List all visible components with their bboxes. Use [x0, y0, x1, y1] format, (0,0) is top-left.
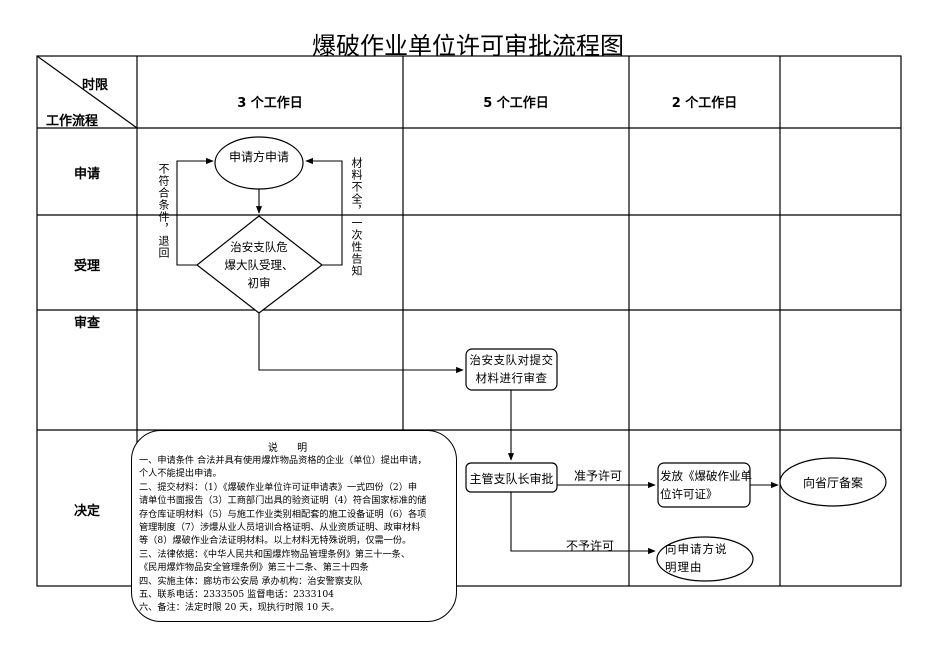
row-label-decide: 决定 [73, 504, 100, 519]
arrow-return-left [176, 157, 214, 266]
explain-reason-node [656, 536, 754, 582]
arrow-to-review [258, 313, 464, 374]
edge-label-incomplete: 材料不全，一次性告知 [350, 157, 363, 277]
record-province-node [779, 457, 887, 507]
notes-line: 存仓库证明材料（5）与施工作业类别相配套的施工设备证明（6）各项 [139, 508, 427, 520]
arrow-deny [510, 492, 656, 555]
chief-approval-label: 主管支队长审批 [469, 472, 554, 486]
notes-line: 等（8）爆破作业合法证明材料。以上材料无特殊说明，仅需一份。 [139, 535, 412, 547]
notes-line: 二、提交材料：（1）《爆破作业单位许可证申请表》一式四份（2）申 [139, 481, 418, 493]
header-diagonal [36, 55, 138, 129]
detachment-review-label: 治安支队对提交 材料进行审查 [469, 353, 554, 385]
header-col-1: 3 个工作日 [237, 96, 303, 111]
edge-label-permit: 准予许可 [574, 469, 623, 483]
edge-label-deny: 不予许可 [566, 539, 615, 553]
notes-line: 六、备注：法定时限 20 天，现执行时限 10 天。 [139, 602, 340, 614]
row-label-apply: 申请 [73, 167, 100, 182]
row-label-accept: 受理 [73, 259, 100, 274]
issue-permit-label: 发放《爆破作业单 位许可证》 [660, 469, 752, 501]
applicant-apply-label: 申请方申请 [228, 150, 289, 164]
row-label-review: 审查 [73, 316, 100, 331]
notes-line: 四、实施主体：廊坊市公安局 承办机构：治安警察支队 [139, 575, 363, 587]
notes-line: 一、申请条件 合法并具有使用爆炸物品资格的企业（单位）提出申请， [139, 455, 427, 466]
notes-line: 三、法律依据：《中华人民共和国爆炸物品管理条例》第三十一条、 [139, 548, 411, 560]
initial-review-label: 治安支队危 爆大队受理、 初审 [224, 240, 294, 290]
notes-line: 《民用爆炸物品安全管理条例》第三十二条、第三十四条 [139, 562, 369, 574]
header-time-limit: 时限 [82, 78, 109, 93]
notes-line: 请单位书面报告（3）工商部门出具的验资证明（4）符合国家标准的储 [139, 495, 427, 507]
notes-box: 说 明 一、申请条件 合法并具有使用爆炸物品资格的企业（单位）提出申请， 个人不… [131, 430, 457, 622]
notes-title: 说 明 [267, 443, 316, 454]
notes-list: 一、申请条件 合法并具有使用爆炸物品资格的企业（单位）提出申请， 个人不能提出申… [139, 454, 444, 615]
header-col-3: 2 个工作日 [671, 96, 738, 111]
notes-line: 管理制度（7）涉爆从业人员培训合格证明、从业资质证明、政审材料 [139, 522, 421, 534]
notes-line: 五、联系电话：2333505 监督电话：2333104 [139, 589, 335, 601]
header-workflow: 工作流程 [46, 114, 99, 129]
explain-reason-label: 向申请方说 明理由 [665, 542, 728, 574]
page-title: 爆破作业单位许可审批流程图 [312, 32, 624, 60]
edge-label-not-qualified: 不符合条件，退回 [157, 163, 170, 259]
arrow-return-right [305, 157, 343, 266]
header-col-2: 5 个工作日 [483, 96, 549, 111]
notes-line: 个人不能提出申请。 [139, 468, 222, 480]
record-province-label: 向省厅备案 [802, 476, 863, 490]
